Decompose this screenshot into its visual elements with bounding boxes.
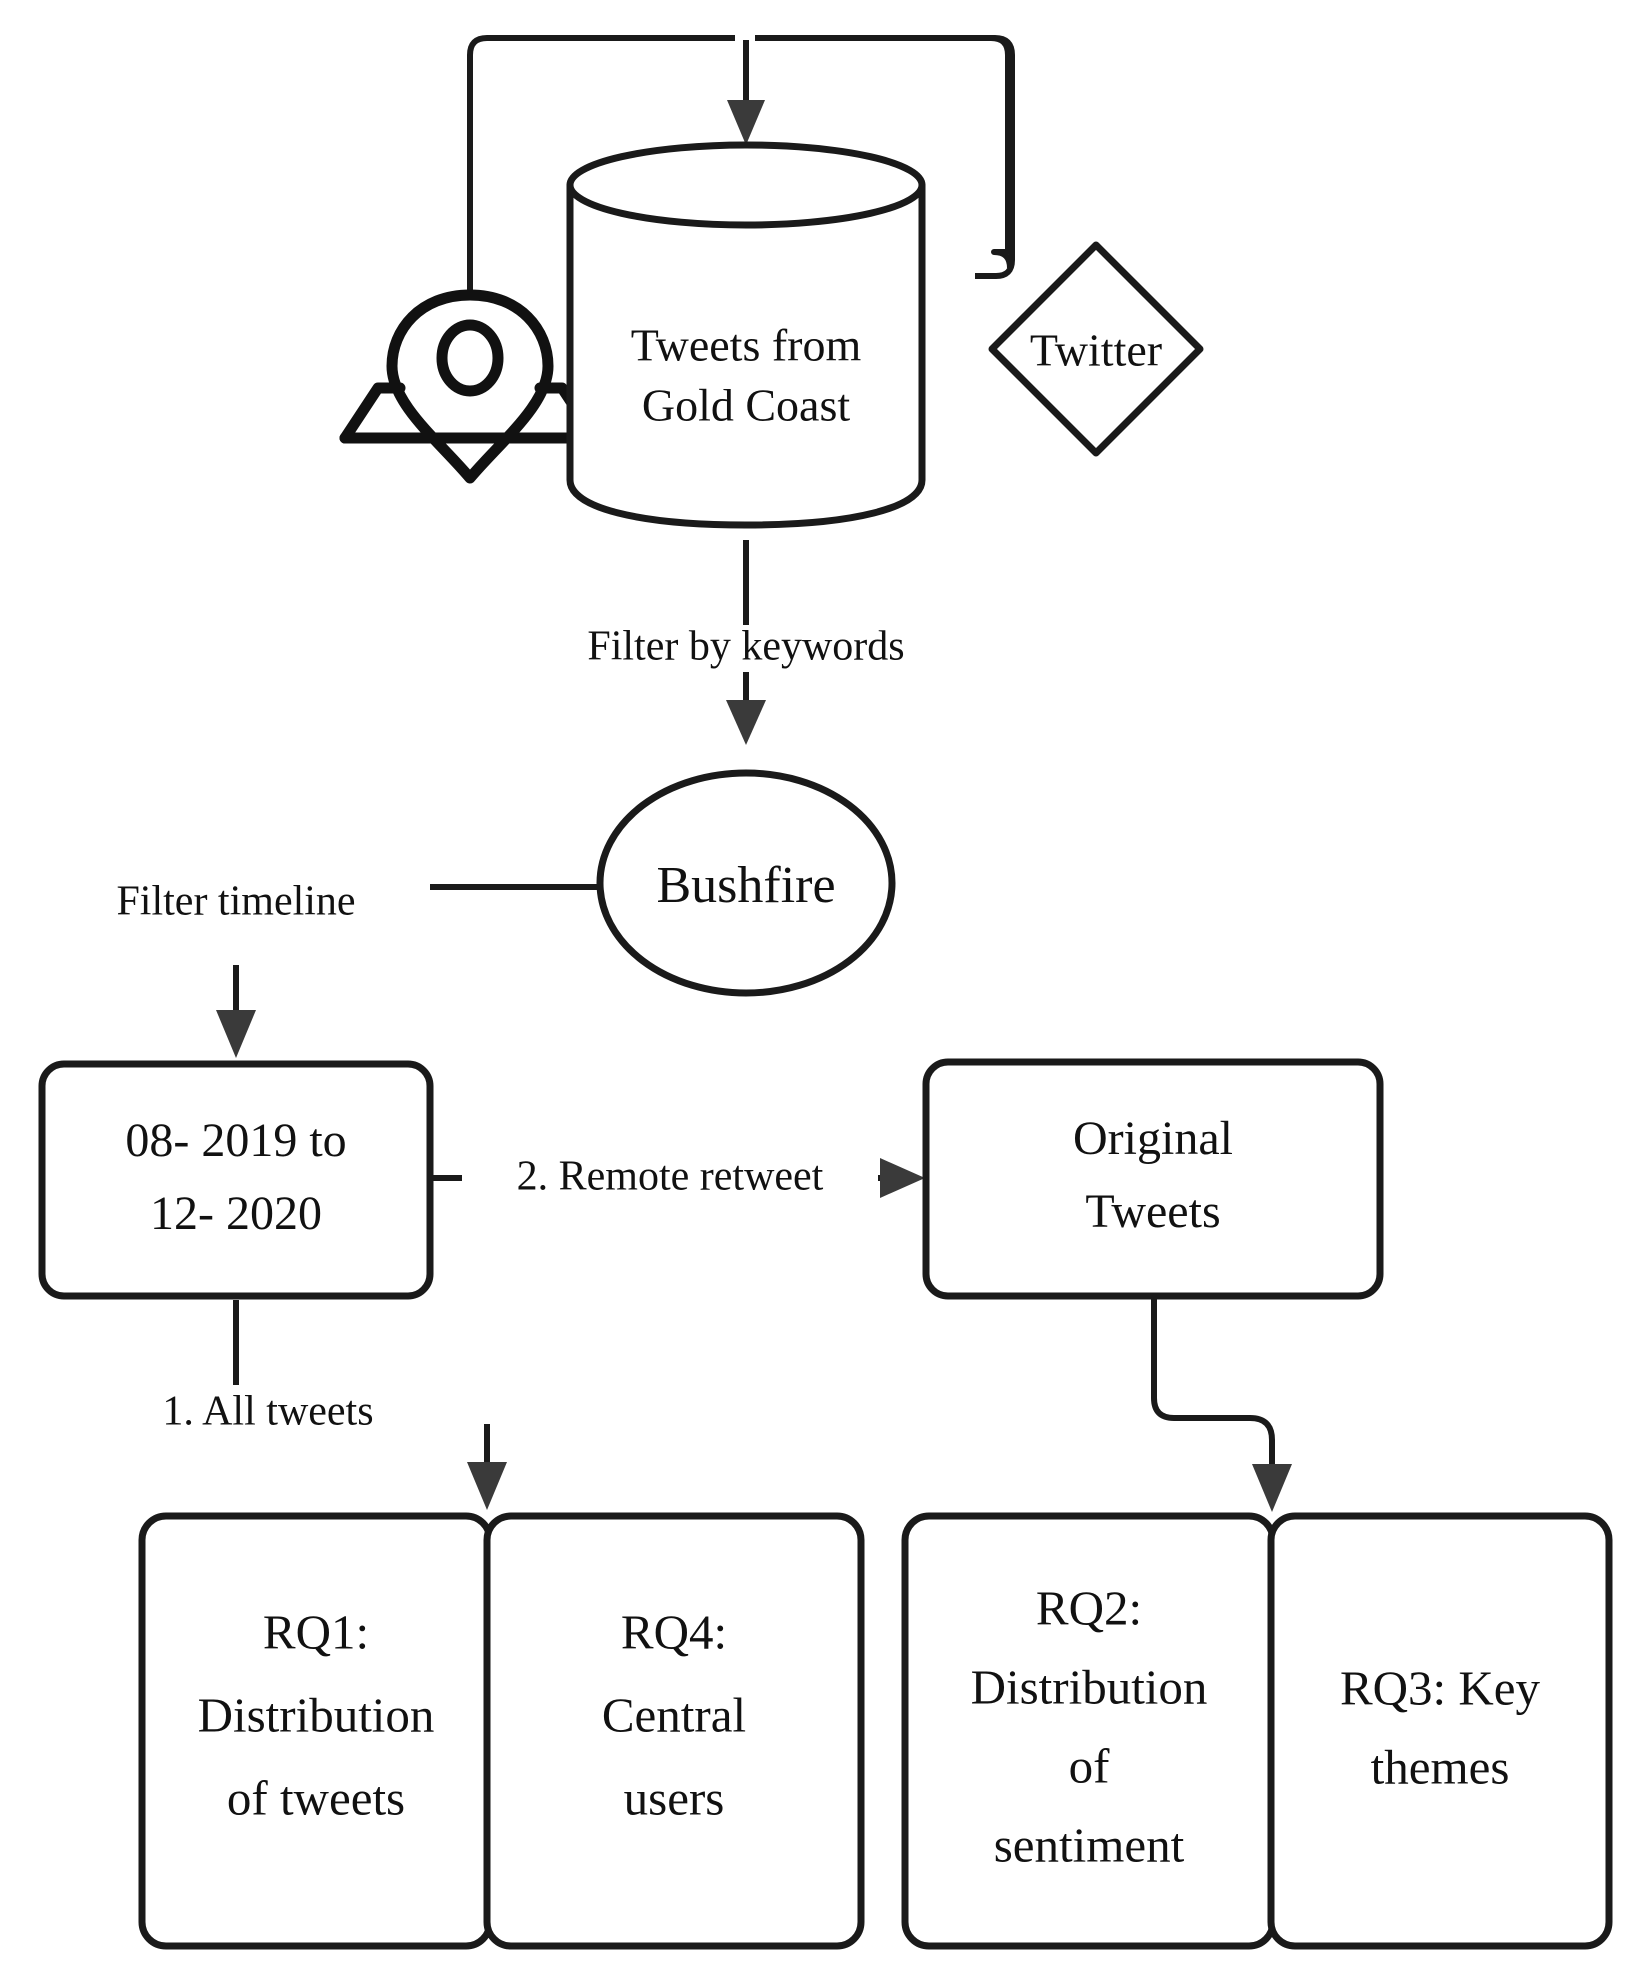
map-location-pin-icon xyxy=(339,289,601,484)
connector-database-to-bushfire xyxy=(726,540,766,745)
rq4-label-line2: Central xyxy=(602,1687,746,1742)
connector-timeframe-to-original-tweets xyxy=(432,1158,925,1198)
original-tweets-label-line1: Original xyxy=(1073,1112,1233,1165)
rq3-label-line2: themes xyxy=(1371,1739,1510,1794)
rq2-label-line1: RQ2: xyxy=(1036,1580,1142,1635)
edge-label-filter-by-keywords: Filter by keywords xyxy=(587,624,904,670)
rq1-label-line1: RQ1: xyxy=(263,1604,369,1659)
database-label-line1: Tweets from xyxy=(631,320,862,371)
twitter-label: Twitter xyxy=(1030,325,1162,376)
timeframe-label-line1: 08- 2019 to xyxy=(125,1114,346,1167)
rq1-label-line2: Distribution xyxy=(198,1687,435,1742)
connector-timeframe-to-rq1 xyxy=(233,1300,507,1510)
connector-twitter-riser xyxy=(757,35,1015,279)
edge-label-filter-timeline: Filter timeline xyxy=(116,879,355,925)
edge-label-remote-retweet: 2. Remote retweet xyxy=(517,1154,824,1200)
bushfire-ellipse xyxy=(596,769,896,997)
rq2-label-line2: Distribution xyxy=(971,1659,1208,1714)
connector-merge-into-database xyxy=(727,40,765,145)
timeframe-label-line2: 12- 2020 xyxy=(150,1187,322,1240)
rq1-label-line3: of tweets xyxy=(227,1770,405,1825)
connector-pin-to-database xyxy=(467,35,735,295)
twitter-diamond xyxy=(988,241,1204,457)
bushfire-label: Bushfire xyxy=(656,857,835,914)
connector-bushfire-to-timeframe xyxy=(216,884,600,1058)
rq2-label-line3: of xyxy=(1069,1738,1111,1793)
rq4-box xyxy=(483,1512,865,1950)
timeframe-box xyxy=(38,1060,434,1300)
database-label-line2: Gold Coast xyxy=(642,380,851,431)
rq3-label-line1: RQ3: Key xyxy=(1340,1660,1541,1715)
edge-label-all-tweets: 1. All tweets xyxy=(162,1389,373,1435)
original-tweets-box xyxy=(922,1058,1384,1300)
original-tweets-label-line2: Tweets xyxy=(1085,1185,1220,1238)
rq3-box xyxy=(1267,1512,1613,1950)
rq2-label-line4: sentiment xyxy=(994,1817,1185,1872)
connector-original-tweets-to-rq2 xyxy=(1151,1298,1292,1512)
rq4-label-line1: RQ4: xyxy=(621,1604,727,1659)
rq4-label-line3: users xyxy=(624,1770,725,1825)
database-cylinder xyxy=(566,141,926,529)
